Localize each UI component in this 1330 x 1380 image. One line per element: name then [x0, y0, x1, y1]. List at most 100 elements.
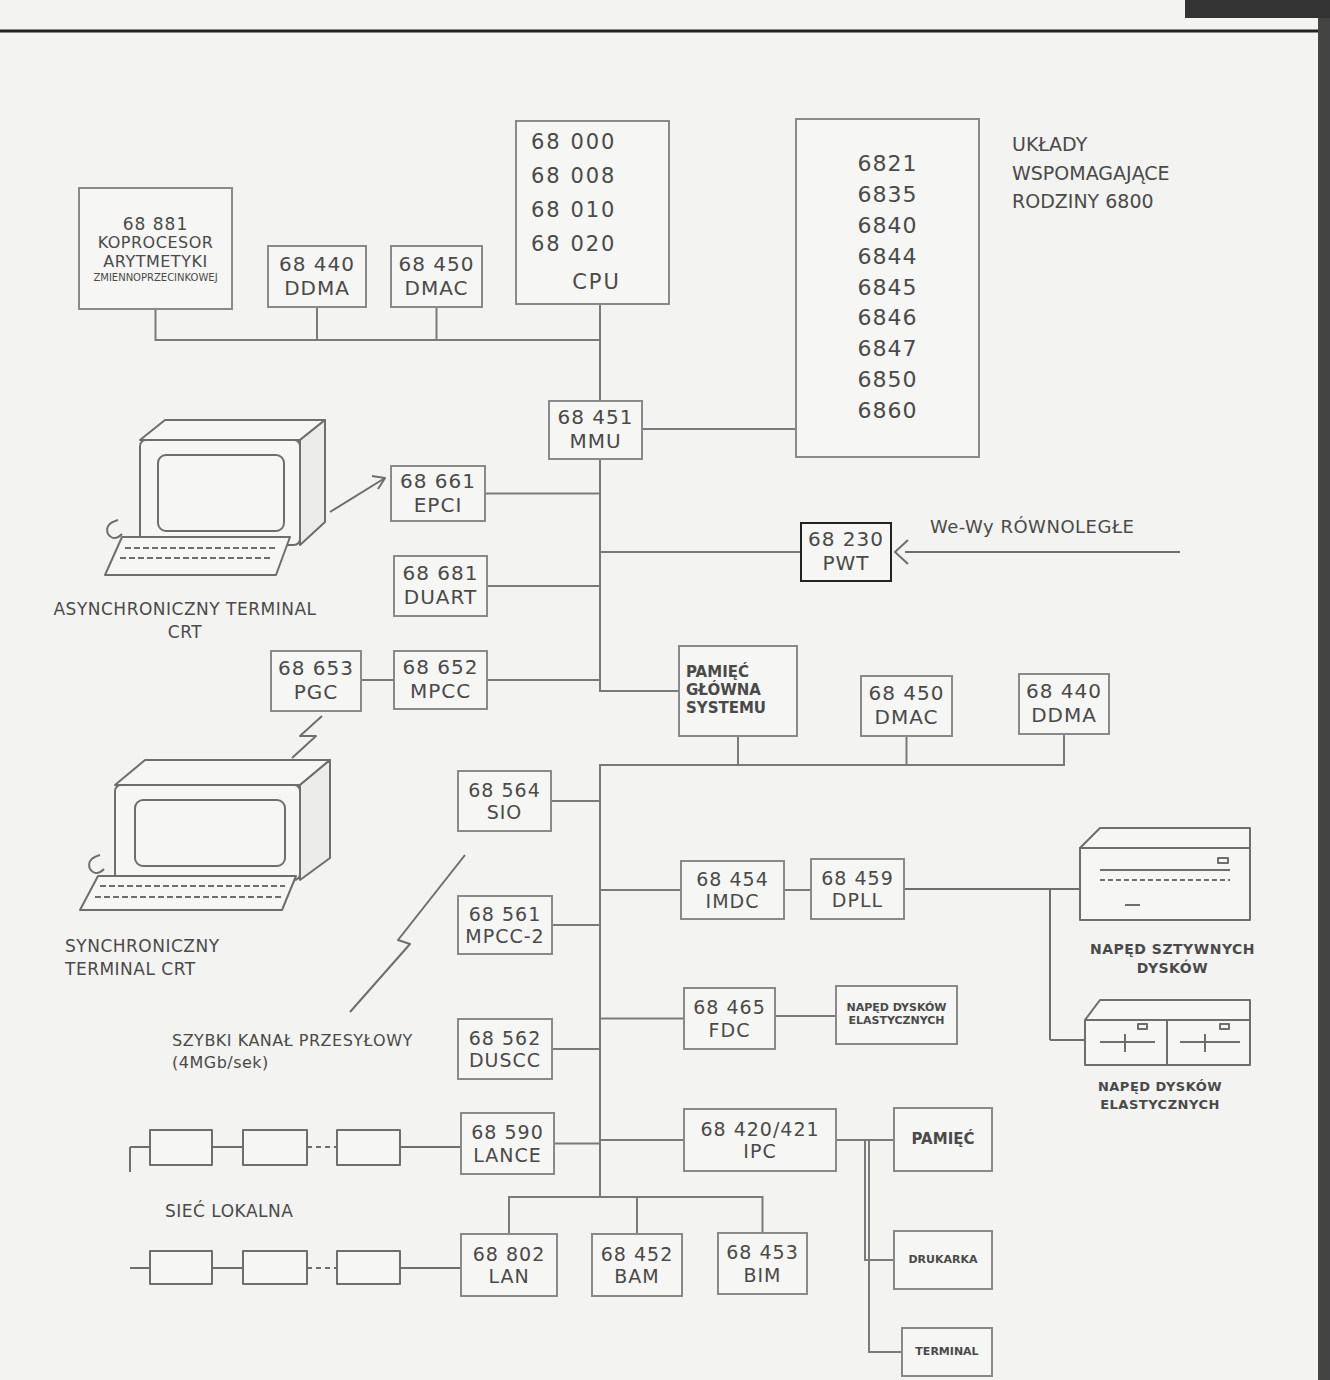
chip-label: IMDC: [706, 890, 760, 912]
chip-box: 68 590LANCE: [460, 1112, 555, 1175]
chip-number: 6845: [858, 273, 918, 304]
chip-number: 68 881: [123, 214, 188, 234]
chip-label: BAM: [614, 1265, 659, 1287]
chip-label: MPCC-2: [465, 925, 544, 947]
caption-label: NAPĘD DYSKÓW ELASTYCZNYCH: [1075, 1078, 1245, 1113]
chip-box: 68 00068 00868 01068 020CPU: [515, 120, 670, 305]
chip-number: NAPĘD DYSKÓW ELASTYCZNYCH: [843, 1002, 950, 1028]
bus-line: [552, 737, 738, 801]
chip-label: MMU: [569, 430, 621, 454]
bus-line: [600, 737, 738, 1140]
chip-number: 68 451: [558, 406, 634, 430]
chip-label: EPCI: [414, 494, 463, 518]
chip-box: 68 661EPCI: [390, 465, 486, 522]
chip-number: PAMIĘĆ GŁÓWNA SYSTEMU: [686, 664, 790, 717]
chip-box: PAMIĘĆ GŁÓWNA SYSTEMU: [678, 645, 798, 737]
bus-line: [738, 735, 1064, 765]
chip-box: 68 454IMDC: [680, 860, 785, 920]
chip-number: 68 440: [279, 253, 355, 277]
chip-number: 68 450: [399, 253, 475, 277]
chip-label: CPU: [572, 270, 621, 295]
chip-number: 68 452: [601, 1243, 673, 1265]
caption-label: NAPĘD SZTYWNYCH DYSKÓW: [1075, 940, 1270, 978]
chip-box: 68 561MPCC-2: [457, 895, 553, 955]
chip-box: 68 564SIO: [457, 770, 552, 832]
bus-line: [486, 460, 600, 494]
chip-number: 6847: [858, 334, 918, 365]
chip-label: MPCC: [410, 680, 471, 704]
chip-number: 68 590: [471, 1121, 543, 1143]
chip-box: 68 451MMU: [548, 400, 643, 460]
caption-label: SZYBKI KANAŁ PRZESYŁOWY (4MGb/sek): [172, 1030, 452, 1073]
chip-label: LANCE: [473, 1144, 542, 1166]
bus-line: [317, 308, 600, 400]
chip-box: 68 465FDC: [683, 987, 776, 1050]
chip-label: PGC: [294, 681, 339, 705]
chip-label: IPC: [743, 1140, 776, 1162]
chip-number: 6860: [858, 396, 918, 427]
chip-label: SIO: [487, 801, 523, 823]
chip-label: DPLL: [832, 889, 883, 911]
chip-box: 68 681DUART: [393, 555, 488, 617]
chip-box: 68 562DUSCC: [457, 1018, 553, 1080]
chip-label: DMAC: [405, 277, 469, 301]
chip-box: 68 440DDMA: [267, 245, 367, 308]
bus-line: [785, 889, 810, 891]
chip-number: 68 653: [278, 657, 354, 681]
chip-box: 68 881KOPROCESOR ARYTMETYKIZMIENNOPRZECI…: [78, 187, 233, 310]
chip-label: DDMA: [1031, 704, 1097, 728]
chip-number: 6850: [858, 365, 918, 396]
chip-label: DMAC: [875, 706, 939, 730]
caption-label: SYNCHRONICZNY TERMINAL CRT: [65, 935, 275, 981]
group-heading: UKŁADY WSPOMAGAJĄCE RODZINY 6800: [1012, 130, 1202, 216]
chip-label: BIM: [743, 1264, 781, 1286]
bus-line: [488, 460, 600, 586]
chip-box: TERMINAL: [901, 1327, 993, 1377]
bus-line: [643, 428, 795, 430]
chip-box: 68 453BIM: [717, 1232, 808, 1295]
chip-box: 68 652MPCC: [393, 650, 488, 710]
chip-number: TERMINAL: [915, 1346, 978, 1359]
chip-number: 68 454: [696, 868, 768, 890]
chip-box: NAPĘD DYSKÓW ELASTYCZNYCH: [835, 985, 958, 1045]
chip-box: 68 452BAM: [591, 1233, 683, 1297]
caption-label: SIEĆ LOKALNA: [165, 1200, 365, 1223]
chip-box: PAMIĘĆ: [893, 1107, 993, 1172]
chip-box: 68 230PWT: [800, 522, 892, 582]
chip-number: 6846: [858, 303, 918, 334]
chip-number: 6821: [858, 149, 918, 180]
chip-number: 6844: [858, 242, 918, 273]
chip-label: DUSCC: [469, 1049, 541, 1071]
bus-line: [156, 310, 601, 400]
chip-number: 68 562: [469, 1027, 541, 1049]
chip-number: 68 453: [726, 1241, 798, 1263]
chip-number: 68 420/421: [700, 1118, 819, 1140]
caption-label: ASYNCHRONICZNY TERMINAL CRT: [40, 598, 330, 644]
chip-box: UKŁADY WSPOMAGAJĄCE RODZINY 680068216835…: [795, 118, 980, 458]
chip-label: 68 008: [531, 164, 616, 189]
chip-number: 68 561: [469, 903, 541, 925]
chip-label: FDC: [709, 1019, 751, 1041]
bus-line: [437, 308, 601, 400]
chip-number: 68 440: [1026, 680, 1102, 704]
chip-number: 68 652: [403, 656, 479, 680]
chip-number: 6840: [858, 211, 918, 242]
chip-number: PAMIĘĆ: [912, 1131, 975, 1149]
bus-line: [362, 679, 393, 681]
bus-line: [488, 460, 600, 680]
chip-number: 68 564: [468, 779, 540, 801]
chip-label: 68 010: [531, 198, 616, 223]
chip-number: 68 465: [693, 996, 765, 1018]
chip-label: DDMA: [284, 277, 350, 301]
chip-number: 68 000: [531, 130, 616, 155]
chip-number: 68 802: [473, 1243, 545, 1265]
bus-line: [738, 737, 907, 765]
chip-number: 68 681: [403, 562, 479, 586]
chip-box: 68 802LAN: [460, 1233, 558, 1297]
chip-number: 68 661: [400, 470, 476, 494]
chip-box: 68 459DPLL: [810, 858, 905, 920]
bus-line: [600, 460, 800, 552]
chip-label: KOPROCESOR ARYTMETYKI: [86, 234, 225, 272]
chip-number: 68 459: [821, 867, 893, 889]
